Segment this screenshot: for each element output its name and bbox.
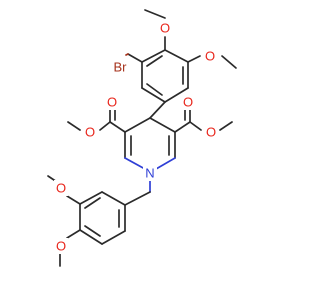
- molecule-structure: Br O O O O O O N: [0, 0, 300, 300]
- oxygen-label-bg: [158, 20, 172, 36]
- oxygen-label: O: [206, 125, 216, 140]
- bond: [66, 229, 81, 239]
- bond: [124, 157, 146, 170]
- bond: [79, 191, 103, 205]
- oxygen-atom-right-carbonyl: O: [181, 94, 195, 110]
- oxygen-label: O: [85, 125, 95, 140]
- bond: [124, 117, 151, 133]
- bond: [221, 55, 237, 69]
- oxygen-label-bg: [83, 124, 97, 140]
- oxygen-label-bg: [105, 94, 119, 110]
- atom-label-layer: Br O O O O O O N: [54, 20, 218, 254]
- oxygen-atom-right-methoxy: O: [203, 48, 217, 64]
- bond: [79, 229, 103, 245]
- oxygen-label: O: [160, 21, 170, 36]
- oxygen-label: O: [56, 239, 66, 254]
- bond: [124, 191, 151, 206]
- canvas-background: [0, 0, 300, 300]
- bond: [164, 87, 189, 103]
- bond: [146, 83, 163, 96]
- bond: [141, 87, 166, 103]
- bond: [84, 225, 101, 237]
- oxygen-label-bg: [181, 94, 195, 110]
- bond: [141, 49, 166, 63]
- oxygen-label-bg: [203, 48, 217, 64]
- bond: [99, 121, 111, 131]
- oxygen-label: O: [107, 95, 117, 110]
- bromine-label-bg: [109, 59, 131, 75]
- bond: [109, 121, 126, 133]
- nitrogen-atom: N: [143, 165, 157, 181]
- oxygen-atom-right-ester: O: [204, 124, 218, 140]
- bond: [189, 121, 202, 131]
- bond: [127, 53, 143, 63]
- oxygen-atom-left-ester: O: [83, 124, 97, 140]
- oxygen-atom-left-carbonyl: O: [105, 94, 119, 110]
- bond: [101, 230, 126, 245]
- oxygen-label-bg: [54, 238, 68, 254]
- oxygen-label: O: [205, 49, 215, 64]
- oxygen-label-bg: [204, 124, 218, 140]
- bond: [67, 121, 81, 131]
- oxygen-atom-bottom-methoxy-lower: O: [54, 238, 68, 254]
- bond: [144, 9, 166, 19]
- oxygen-atom-bottom-methoxy-upper: O: [54, 180, 68, 196]
- bromine-label: Br: [114, 60, 128, 75]
- bond: [174, 121, 191, 133]
- bond-layer: [47, 9, 237, 267]
- oxygen-label: O: [56, 181, 66, 196]
- bond: [125, 53, 129, 56]
- bond: [164, 49, 189, 63]
- oxygen-atom-top-methoxy: O: [158, 20, 172, 36]
- bond: [149, 101, 166, 119]
- bond: [149, 117, 176, 133]
- bond: [84, 197, 101, 209]
- bond: [155, 157, 176, 170]
- bond: [146, 55, 163, 67]
- nitrogen-label-bg: [143, 165, 157, 181]
- bromine-atom: Br: [109, 59, 131, 75]
- bond: [219, 121, 233, 131]
- oxygen-label: O: [183, 95, 193, 110]
- bond: [101, 191, 126, 206]
- bond: [187, 55, 201, 63]
- bond: [66, 195, 81, 205]
- nitrogen-label: N: [145, 166, 154, 181]
- oxygen-label-bg: [54, 180, 68, 196]
